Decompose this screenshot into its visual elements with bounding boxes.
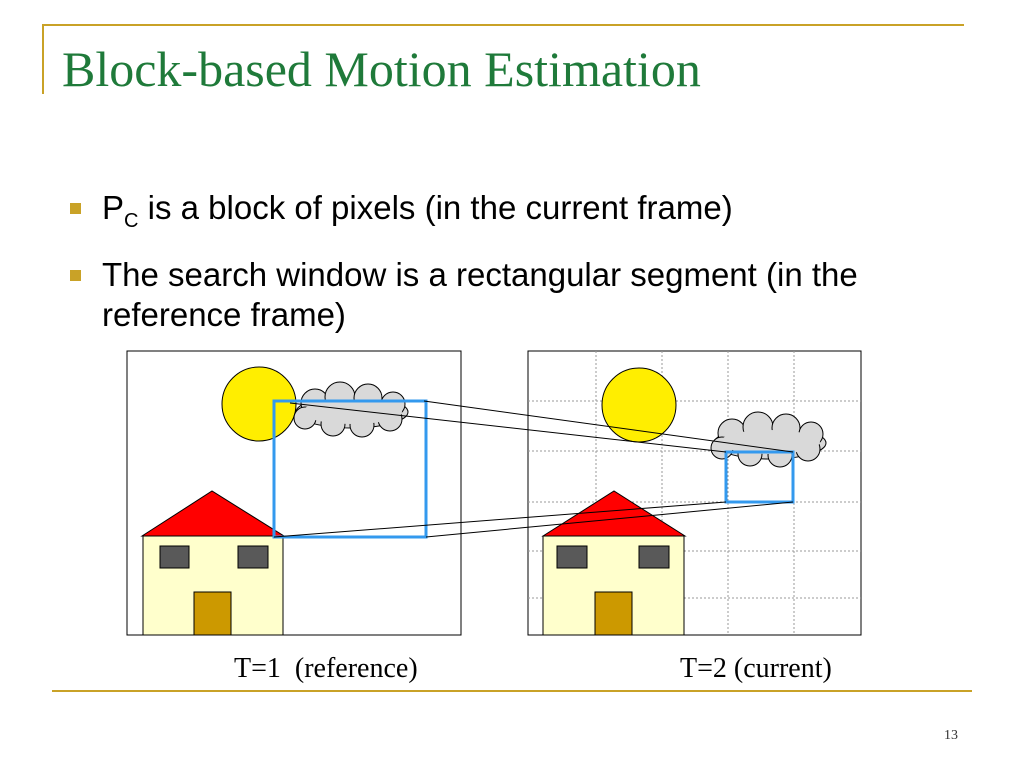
search-window-box [272, 399, 428, 539]
bullet-subscript: C [124, 210, 139, 232]
sun-icon [221, 366, 297, 442]
reference-frame-caption: T=1 (reference) [234, 653, 418, 684]
bullet-square-icon [70, 203, 81, 214]
footer-rule [52, 690, 972, 692]
bullet-text: is a block of pixels (in the current fra… [138, 189, 733, 226]
title-frame-left-rule [42, 24, 44, 94]
bullet-item-pc: PC is a block of pixels (in the current … [62, 188, 982, 241]
title-frame-top-rule [42, 24, 964, 26]
current-block-pc-box [724, 450, 795, 504]
current-frame-caption: T=2 (current) [680, 653, 832, 684]
page-number: 13 [944, 728, 958, 743]
bullet-list: PC is a block of pixels (in the current … [62, 188, 982, 349]
bullet-item-search-window: The search window is a rectangular segme… [62, 255, 982, 335]
block-connector-lines [273, 400, 794, 538]
cloud-icon [710, 411, 827, 468]
bullet-text: The search window is a rectangular segme… [102, 256, 858, 333]
bullet-lead: P [102, 189, 125, 226]
house-icon [140, 490, 286, 636]
current-frame [527, 350, 862, 636]
house-icon [541, 490, 687, 636]
cloud-icon [293, 381, 409, 438]
bullet-square-icon [70, 270, 81, 281]
reference-frame [126, 350, 462, 636]
slide-title: Block-based Motion Estimation [62, 41, 701, 97]
